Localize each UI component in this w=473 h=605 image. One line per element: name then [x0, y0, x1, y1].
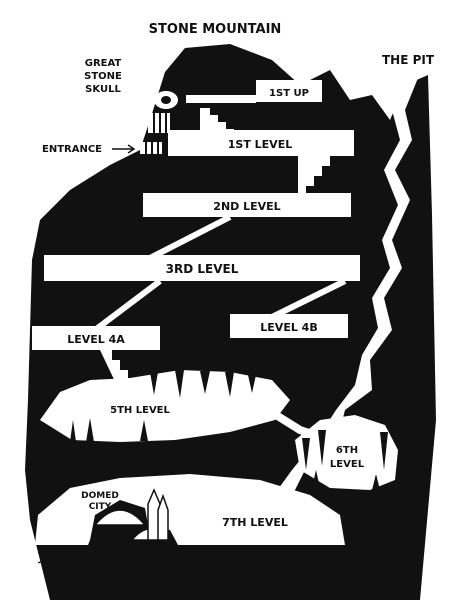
the-pit-label: THE PIT	[382, 53, 435, 67]
first-level-room	[168, 130, 354, 156]
sixth-level-stalactites	[302, 430, 388, 490]
fifth-level-stalactites	[70, 370, 256, 442]
corridor-to-first-up	[186, 95, 256, 103]
second-level-room	[143, 193, 351, 217]
ramp-third-to-4b	[268, 278, 347, 321]
level-4a-room	[32, 326, 160, 350]
first-level-label: 1ST LEVEL	[228, 138, 292, 151]
seventh-level-label: 7TH LEVEL	[222, 516, 288, 529]
level-4a-label: LEVEL 4A	[67, 333, 125, 346]
third-level-room	[44, 255, 360, 281]
domed-city-label-line2: CITY	[89, 502, 112, 512]
level-4b-room	[230, 314, 348, 338]
stairs-to-first-up	[200, 108, 234, 136]
ramp-second-to-third	[148, 214, 232, 261]
ramp-third-to-4a	[93, 278, 162, 333]
the-pit-crack	[276, 76, 418, 512]
entrance-label: ENTRANCE	[42, 144, 102, 155]
fifth-level-cavern	[40, 370, 290, 442]
great-stone-skull-label-line1: GREAT	[85, 58, 122, 69]
great-stone-skull	[140, 91, 178, 154]
sixth-level-label-line1: 6TH	[336, 445, 358, 456]
great-stone-skull-label-line2: STONE	[84, 71, 122, 82]
domed-city-label-line1: DOMED	[81, 491, 119, 501]
underground-water	[37, 550, 327, 566]
stairs-first-to-second	[298, 156, 330, 196]
map-title: STONE MOUNTAIN	[149, 22, 282, 37]
third-level-label: 3RD LEVEL	[166, 262, 239, 276]
domed-city	[88, 488, 178, 545]
first-up-room	[256, 80, 322, 102]
level-4b-label: LEVEL 4B	[260, 321, 317, 334]
fifth-level-label: 5TH LEVEL	[110, 405, 170, 416]
second-level-label: 2ND LEVEL	[213, 200, 280, 213]
first-up-label: 1ST UP	[269, 88, 309, 99]
great-stone-skull-label-line3: SKULL	[85, 84, 121, 95]
entrance-arrow	[112, 144, 136, 154]
sixth-level-label-line2: LEVEL	[330, 459, 365, 470]
